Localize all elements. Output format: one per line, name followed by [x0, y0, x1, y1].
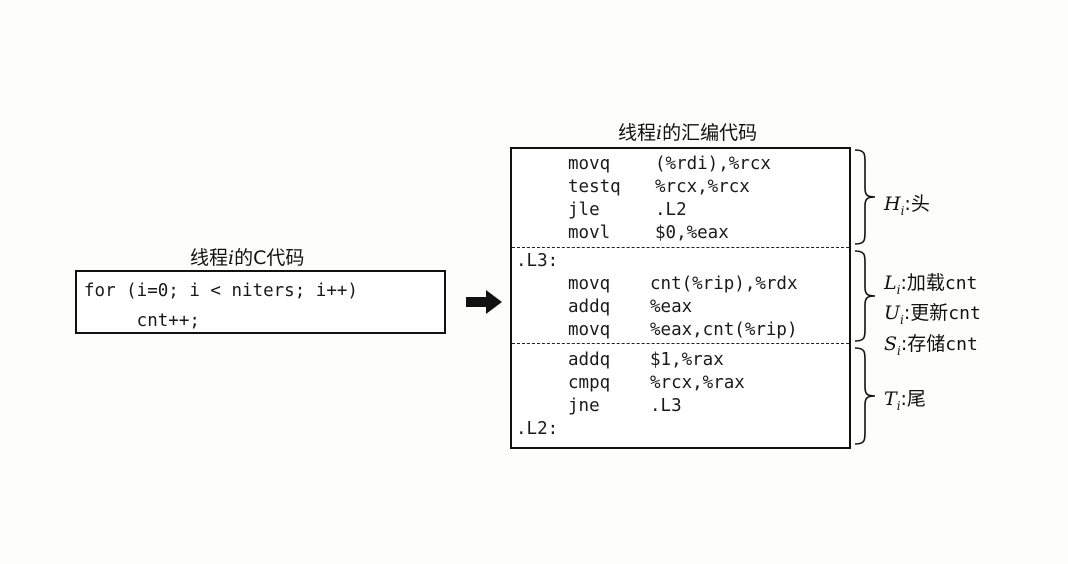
c-title-var: i — [228, 247, 235, 269]
asm-tail-args-1: $1,%rax — [650, 350, 724, 370]
asm-tail-args-3: .L3 — [650, 396, 682, 416]
asm-body-args-1: cnt(%rip),%rdx — [650, 274, 798, 294]
annotation-store: Si:存储cnt — [884, 329, 978, 358]
asm-head-op-1: movq — [568, 154, 611, 174]
asm-head-op-2: testq — [568, 177, 621, 197]
asm-body-args-2: %eax — [650, 297, 693, 317]
annot-tail-sub: i — [896, 398, 901, 413]
asm-title-prefix: 线程 — [618, 122, 657, 144]
asm-label-l3: .L3: — [516, 251, 559, 271]
annot-store-sub: i — [897, 343, 901, 358]
asm-head-args-1: (%rdi),%rcx — [655, 154, 771, 174]
asm-code-box: movq (%rdi),%rcx testq %rcx,%rcx jle .L2… — [510, 147, 851, 449]
c-code-line-1: for (i=0; i < niters; i++) — [84, 281, 358, 301]
annot-store-text: :存储 — [900, 333, 946, 355]
critical-section-brace-icon — [854, 250, 876, 342]
annot-store-sym: S — [884, 333, 898, 355]
section-divider — [512, 343, 849, 344]
right-arrow-icon — [466, 290, 502, 314]
asm-tail-op-3: jne — [568, 396, 600, 416]
asm-head-args-3: .L2 — [655, 200, 687, 220]
annot-load-var: cnt — [944, 273, 978, 294]
head-brace-icon — [854, 149, 876, 245]
annot-update-var: cnt — [948, 303, 981, 324]
tail-brace-icon — [854, 347, 876, 445]
annot-head-text: :头 — [904, 193, 930, 215]
asm-head-op-4: movl — [568, 223, 611, 243]
annot-head-sym: H — [884, 193, 901, 215]
annotation-head: Hi:头 — [884, 189, 930, 218]
annot-load-text: :加载 — [900, 272, 945, 294]
c-title-prefix: 线程 — [190, 247, 229, 269]
asm-tail-op-2: cmpq — [568, 373, 611, 393]
annot-tail-text: :尾 — [900, 388, 926, 410]
section-divider — [512, 247, 849, 248]
c-title-suffix: 的C代码 — [234, 247, 305, 269]
annot-tail-sym: T — [884, 388, 897, 410]
c-code-line-2: cnt++; — [84, 311, 200, 331]
asm-body-op-2: addq — [568, 297, 611, 317]
annotation-update: Ui:更新cnt — [884, 298, 981, 327]
asm-label-l2: .L2: — [516, 419, 559, 439]
annot-load-sub: i — [896, 282, 901, 297]
annot-update-sub: i — [900, 312, 904, 327]
asm-body-op-1: movq — [568, 274, 611, 294]
c-code-title: 线程i的C代码 — [190, 243, 304, 270]
annot-update-sym: U — [884, 302, 901, 324]
annotation-tail: Ti:尾 — [884, 384, 926, 413]
asm-head-args-4: $0,%eax — [655, 223, 729, 243]
asm-title-suffix: 的汇编代码 — [662, 122, 758, 144]
asm-head-op-3: jle — [568, 200, 600, 220]
annot-head-sub: i — [900, 203, 905, 218]
asm-title-var: i — [656, 122, 663, 144]
asm-body-op-3: movq — [568, 320, 611, 340]
asm-head-args-2: %rcx,%rcx — [655, 177, 750, 197]
asm-tail-args-2: %rcx,%rax — [650, 373, 745, 393]
annot-load-sym: L — [884, 272, 897, 294]
asm-code-title: 线程i的汇编代码 — [618, 118, 757, 145]
annotation-load: Li:加载cnt — [884, 268, 977, 297]
asm-tail-op-1: addq — [568, 350, 611, 370]
c-code-box: for (i=0; i < niters; i++) cnt++; — [75, 270, 446, 334]
asm-body-args-3: %eax,cnt(%rip) — [650, 320, 798, 340]
annot-store-var: cnt — [945, 334, 978, 355]
annot-update-text: :更新 — [903, 302, 949, 324]
